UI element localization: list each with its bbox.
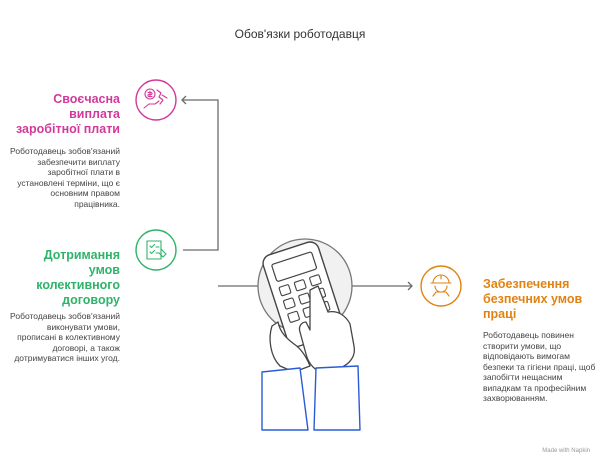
item-heading-wage: Своєчасна виплата заробітної плати [15, 92, 120, 136]
item-heading-collective: Дотримання умов колективного договору [36, 248, 120, 307]
item-text-safety: Роботодавець повинен створити умови, що … [483, 330, 596, 403]
diagram-title: Обов'язки роботодавця [234, 27, 366, 41]
item-heading-safety: Забезпечення безпечних умов праці [483, 277, 583, 321]
arrowhead-top [181, 95, 187, 105]
connector-lines [181, 95, 413, 291]
salary-hand-icon [135, 79, 177, 121]
hard-hat-worker-icon [420, 265, 462, 307]
item-text-wage: Роботодавець зобов'язаний забезпечити ви… [10, 146, 120, 209]
arrowhead-right [407, 281, 413, 291]
hands-holding-calculator-icon [257, 238, 361, 431]
connector-left [182, 99, 219, 251]
checklist-document-icon [135, 229, 177, 271]
item-text-collective: Роботодавець зобов'язаний виконувати умо… [10, 311, 120, 363]
footer-credit: Made with Napkin [542, 448, 590, 454]
